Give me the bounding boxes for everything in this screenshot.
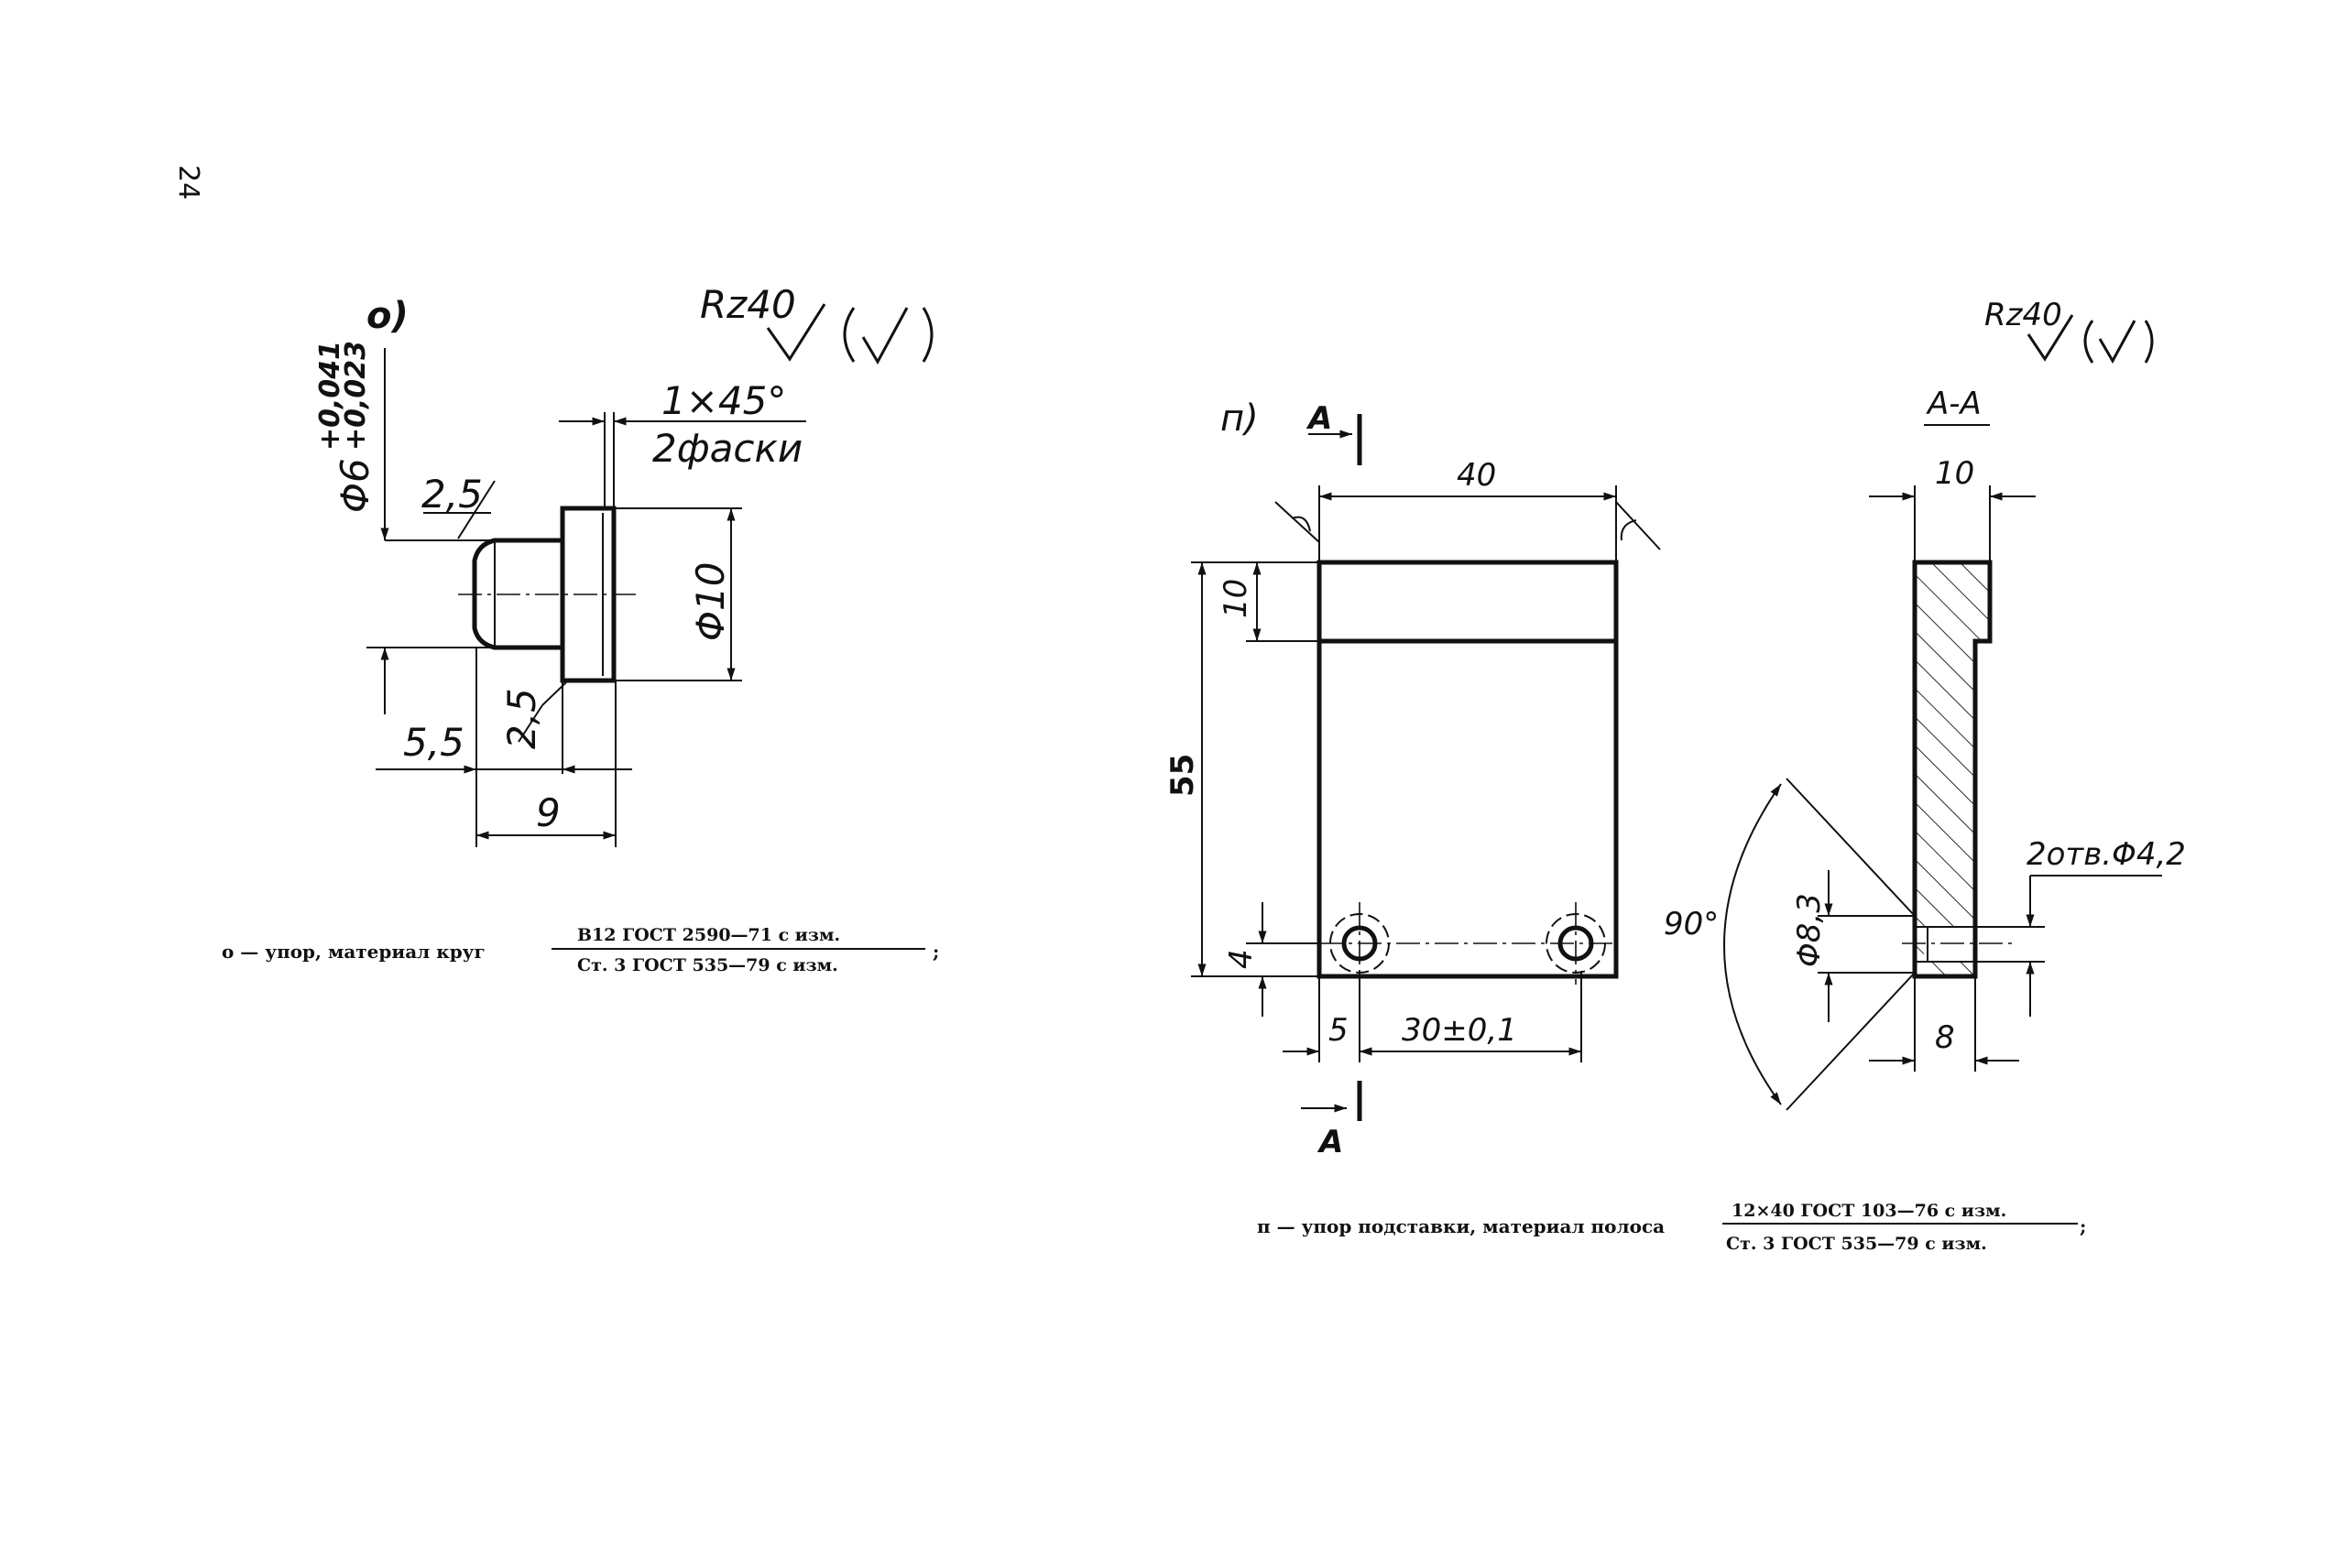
tol-lower: +0,023 <box>340 341 372 451</box>
figure-p: п) Rz40 А <box>1164 297 2186 1160</box>
dim-section-step: 8 <box>1935 1019 1955 1056</box>
tol-upper: +0,041 <box>314 341 346 451</box>
caption-o-numerator: В12 ГОСТ 2590—71 с изм. <box>577 925 840 945</box>
caption-p-prefix: п — упор подставки, материал полоса <box>1257 1215 1665 1237</box>
figure-o: о) Rz40 <box>314 282 934 847</box>
dim-hole-from-bottom: 4 <box>1223 949 1260 969</box>
caption-p-suffix: ; <box>2080 1215 2086 1237</box>
roughness-symbol-o: Rz40 <box>700 282 934 365</box>
roughness-value-p: Rz40 <box>1984 297 2062 333</box>
section-view <box>1902 560 2016 979</box>
dim-height: 55 <box>1164 754 1201 797</box>
roughness-value-o: Rz40 <box>700 282 796 327</box>
dim-countersink: Φ8,3 <box>1791 893 1828 967</box>
dim-fillet-2: 2,5 <box>499 688 544 749</box>
dim-head-diameter: Φ10 <box>688 561 733 641</box>
dim-section-thickness: 10 <box>1935 455 1974 492</box>
dim-hole-spacing: 30±0,1 <box>1402 1012 1517 1049</box>
dim-top-band: 10 <box>1218 579 1254 618</box>
caption-o-suffix: ; <box>933 941 939 963</box>
chamfer-count: 2фаски <box>652 426 803 471</box>
dim-width: 40 <box>1457 457 1496 494</box>
roughness-symbol-p: Rz40 <box>1984 297 2154 365</box>
dim-total-length: 9 <box>536 790 561 835</box>
dim-fillet-1: 2,5 <box>421 472 483 517</box>
section-mark-bottom: А <box>1316 1124 1343 1160</box>
hole-right <box>1546 902 1606 985</box>
caption-o: о — упор, материал круг В12 ГОСТ 2590—71… <box>222 925 939 975</box>
holes-note: 2отв.Φ4,2 <box>2027 836 2186 873</box>
caption-p-numerator: 12×40 ГОСТ 103—76 с изм. <box>1732 1201 2006 1221</box>
dim-shaft-length: 5,5 <box>403 720 464 765</box>
dim-hole-from-left: 5 <box>1328 1012 1349 1049</box>
dim-shaft-diameter: Φ6 <box>333 458 377 513</box>
caption-o-prefix: о — упор, материал круг <box>222 941 486 963</box>
caption-p-denominator: Ст. 3 ГОСТ 535—79 с изм. <box>1726 1234 1987 1254</box>
stop-pin-outline <box>458 506 641 683</box>
dim-angle: 90° <box>1664 906 1719 942</box>
caption-o-denominator: Ст. 3 ГОСТ 535—79 с изм. <box>577 955 838 975</box>
figure-o-label: о) <box>366 295 409 337</box>
page-number: 24 <box>172 165 204 200</box>
hole-left <box>1319 902 1616 985</box>
figure-p-label: п) <box>1220 397 1259 440</box>
chamfer-size: 1×45° <box>661 378 786 423</box>
section-mark-top: А <box>1306 400 1332 437</box>
caption-p: п — упор подставки, материал полоса 12×4… <box>1257 1201 2086 1254</box>
section-title: А-А <box>1926 386 1982 422</box>
plate-front-view <box>1274 501 1661 985</box>
